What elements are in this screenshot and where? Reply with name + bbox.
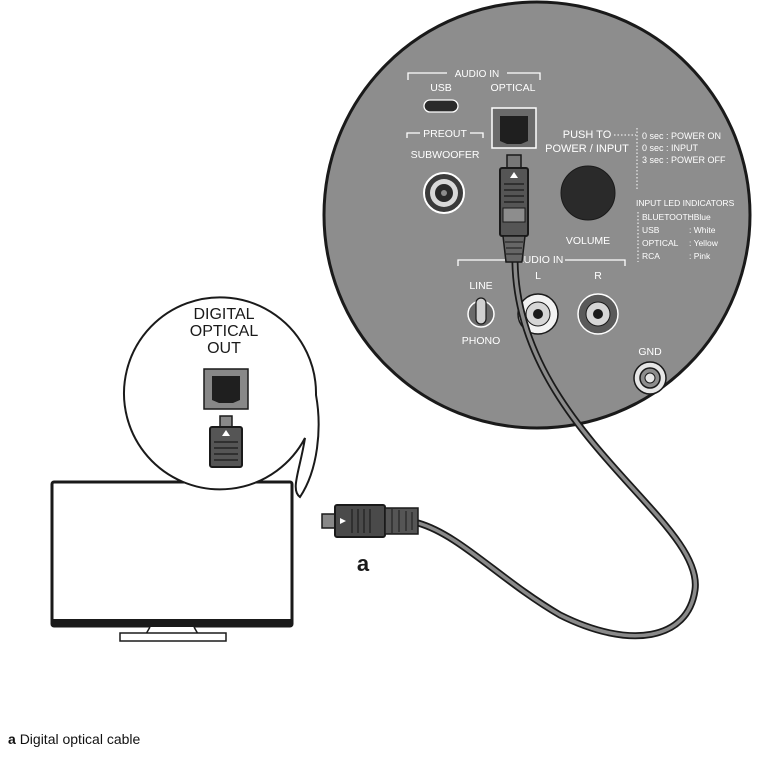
optical-cable [414, 258, 699, 640]
led-row-optical-color: : Yellow [689, 238, 719, 248]
subwoofer-label: SUBWOOFER [411, 149, 480, 161]
usb-c-port [423, 99, 459, 113]
speaker-back-panel: AUDIO IN USB OPTICAL PREOUT SUBWOOFER PU… [322, 0, 752, 430]
rca-right-jack [577, 293, 619, 335]
line-label: LINE [469, 280, 492, 292]
rca-right-label: R [594, 270, 602, 282]
rca-left-label: L [535, 270, 541, 282]
optical-in-port [491, 107, 537, 149]
led-row-rca-name: RCA [642, 251, 660, 261]
push-to-label: PUSH TO [563, 129, 612, 141]
audio-in-top-label: AUDIO IN [455, 69, 499, 80]
cable-marker: a [357, 551, 370, 576]
led-row-bluetooth-color: : Blue [689, 212, 711, 222]
volume-knob [560, 165, 616, 221]
led-row-bluetooth-name: BLUETOOTH [642, 212, 694, 222]
caption-text: Digital optical cable [19, 731, 141, 747]
optical-label: OPTICAL [491, 82, 536, 94]
callout-line3: OUT [207, 340, 241, 357]
audio-in-bottom-label: AUDIO IN [517, 254, 564, 266]
power-note-input: 0 sec : INPUT [642, 143, 699, 153]
gnd-terminal [633, 361, 667, 395]
tv [50, 480, 294, 642]
led-row-rca-color: : Pink [689, 251, 711, 261]
phono-label: PHONO [462, 335, 501, 347]
volume-label: VOLUME [566, 235, 610, 247]
led-row-usb-name: USB [642, 225, 660, 235]
optical-plug-panel [499, 154, 529, 263]
callout-line2: OPTICAL [190, 323, 259, 340]
led-row-optical-name: OPTICAL [642, 238, 679, 248]
tv-screen [50, 480, 294, 628]
led-title: INPUT LED INDICATORS [636, 198, 735, 208]
tv-port-callout: DIGITAL OPTICAL OUT [123, 296, 320, 499]
usb-label: USB [430, 82, 452, 94]
subwoofer-jack [423, 172, 465, 214]
figure-caption: a Digital optical cable [8, 731, 140, 747]
power-input-label: POWER / INPUT [545, 143, 629, 155]
led-row-usb-color: : White [689, 225, 716, 235]
tv-stand [119, 632, 227, 642]
callout-optical-plug [209, 415, 243, 468]
line-phono-switch [467, 297, 495, 328]
gnd-label: GND [638, 346, 662, 358]
power-note-on: 0 sec : POWER ON [642, 131, 721, 141]
caption-marker: a [8, 731, 16, 747]
callout-line1: DIGITAL [193, 306, 254, 323]
power-note-off: 3 sec : POWER OFF [642, 155, 726, 165]
preout-label: PREOUT [423, 128, 467, 140]
tv-optical-out-port [203, 368, 249, 410]
optical-plug-tv [321, 504, 419, 538]
